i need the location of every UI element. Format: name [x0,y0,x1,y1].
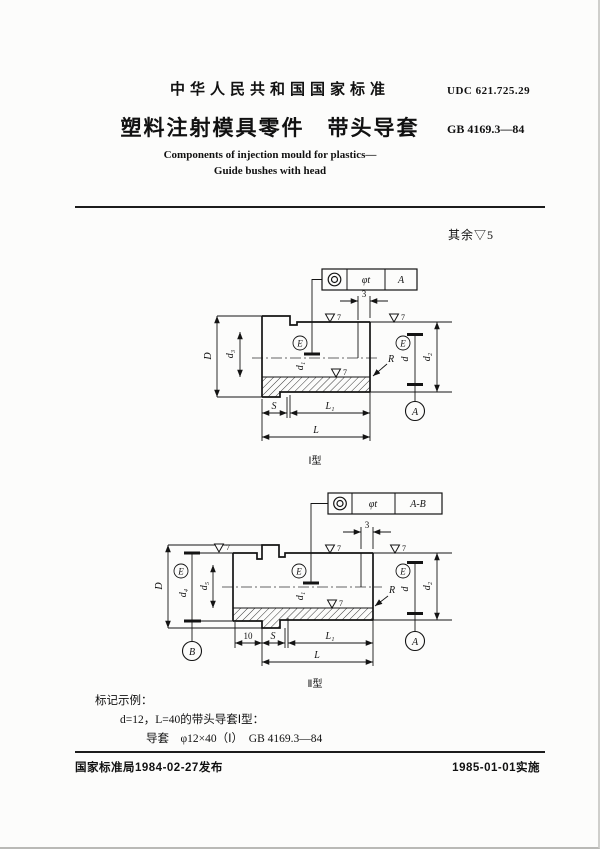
datum-B-label: B [189,647,195,658]
type2-dimension-lines [165,529,440,665]
type1-datum-A: A [404,386,426,422]
example-line2: 导套 φ12×40（Ⅰ） GB 4169.3—84 [146,733,323,745]
finish-value: 7 [343,368,347,377]
dim-d2: d₂ [422,352,433,361]
type2-finish-marks [213,543,401,610]
type1-fcf-datum: A [397,275,405,286]
finish-triangle-icon [388,313,400,324]
type1-feature-control-frame: φt A [304,268,418,356]
type2-part-outline [232,544,374,629]
finish-value: 7 [337,544,341,553]
type1-section-hatch [262,377,370,397]
type1-fcf-leader [311,279,322,355]
concentricity-icon [333,496,347,511]
type2-section-hatch [233,608,373,628]
finish-value: 7 [226,543,230,552]
type1-part-outline [261,315,371,398]
drawing-type2: φt A-B [154,492,452,690]
dim-D: D [203,352,214,361]
example-line1: d=12，L=40的带头导套Ⅰ型： [120,714,265,726]
dim-d1: d₁ [295,592,306,600]
standard-organization: 中华人民共和国国家标准 [169,81,390,98]
dim-S: S [271,631,276,642]
title-english-line2: Guide bushes with head [213,165,327,177]
svg-text:E: E [296,339,303,349]
finish-value: 7 [339,599,343,608]
finish-triangle-icon [213,543,225,554]
dim-L1: L₁ [324,401,334,412]
fit-mark-E: E [292,335,308,351]
dim-D: D [154,582,165,591]
dim-d: d [400,586,411,592]
type2-extension-lines [168,527,452,666]
type1-finish-marks [324,313,400,379]
udc-number: UDC 621.725.29 [447,85,531,97]
dim-10: 10 [244,631,254,641]
surface-finish-note: 其余▽5 [448,228,495,242]
svg-text:E: E [399,567,406,577]
type2-caption: Ⅱ型 [308,677,323,690]
dim-L: L [312,425,319,436]
fit-mark-E: E [395,335,411,351]
dim-L: L [313,650,320,661]
type2-fcf-leader [310,503,328,584]
dim-d1: d₁ [295,362,306,370]
footer-effective: 1985-01-01实施 [452,762,540,774]
type1-dimension-lines [214,298,440,440]
fit-mark-E: E [395,563,411,579]
footer-issued: 国家标准局1984-02-27发布 [75,762,223,774]
type2-inner-lines [233,553,373,609]
svg-text:E: E [177,567,184,577]
dim-S: S [272,401,277,412]
dim-R: R [388,585,395,596]
type2-feature-control-frame: φt A-B [303,492,443,585]
type2-fcf-datum: A-B [409,499,426,510]
dim-3: 3 [365,520,370,530]
dim-d2: d₂ [422,581,433,590]
type2-radius-callout: R [374,585,395,607]
datum-A-label: A [411,407,419,418]
type1-inner-lines [262,322,370,378]
finish-triangle-icon [326,599,338,610]
dim-R: R [387,354,394,365]
drawing-type1: φt A [203,268,452,467]
dim-d: d [400,356,411,362]
footer-rule [75,751,545,753]
type1-fcf-tolerance: φt [362,275,371,286]
finish-triangle-icon [324,544,336,555]
concentricity-icon [327,272,342,287]
dim-L1: L₁ [324,631,334,642]
datum-A-label: A [411,637,419,648]
finish-triangle-icon [389,544,401,555]
finish-triangle-icon [324,313,336,324]
type2-datum-B: B [181,619,203,662]
fit-mark-E: E [291,563,307,579]
dim-d5: d₅ [199,581,210,590]
type2-datum-A: A [404,615,426,652]
standard-number: GB 4169.3—84 [447,122,525,136]
fit-mark-E: E [173,563,189,579]
finish-triangle-icon [330,368,342,379]
type1-radius-callout: R [372,354,394,377]
type1-caption: Ⅰ型 [309,454,322,467]
page-title: 塑料注射模具零件 带头导套 [120,117,420,140]
dim-3: 3 [362,289,367,299]
title-english-line1: Components of injection mould for plasti… [163,149,377,161]
finish-value: 7 [401,313,405,322]
finish-value: 7 [402,544,406,553]
type2-fcf-tolerance: φt [369,499,378,510]
dim-d4: d₄ [178,588,189,597]
svg-text:E: E [399,339,406,349]
dim-d3: d₃ [225,349,236,358]
finish-value: 7 [337,313,341,322]
example-heading: 标记示例： [95,695,153,707]
header-rule [75,206,545,208]
svg-text:E: E [295,567,302,577]
